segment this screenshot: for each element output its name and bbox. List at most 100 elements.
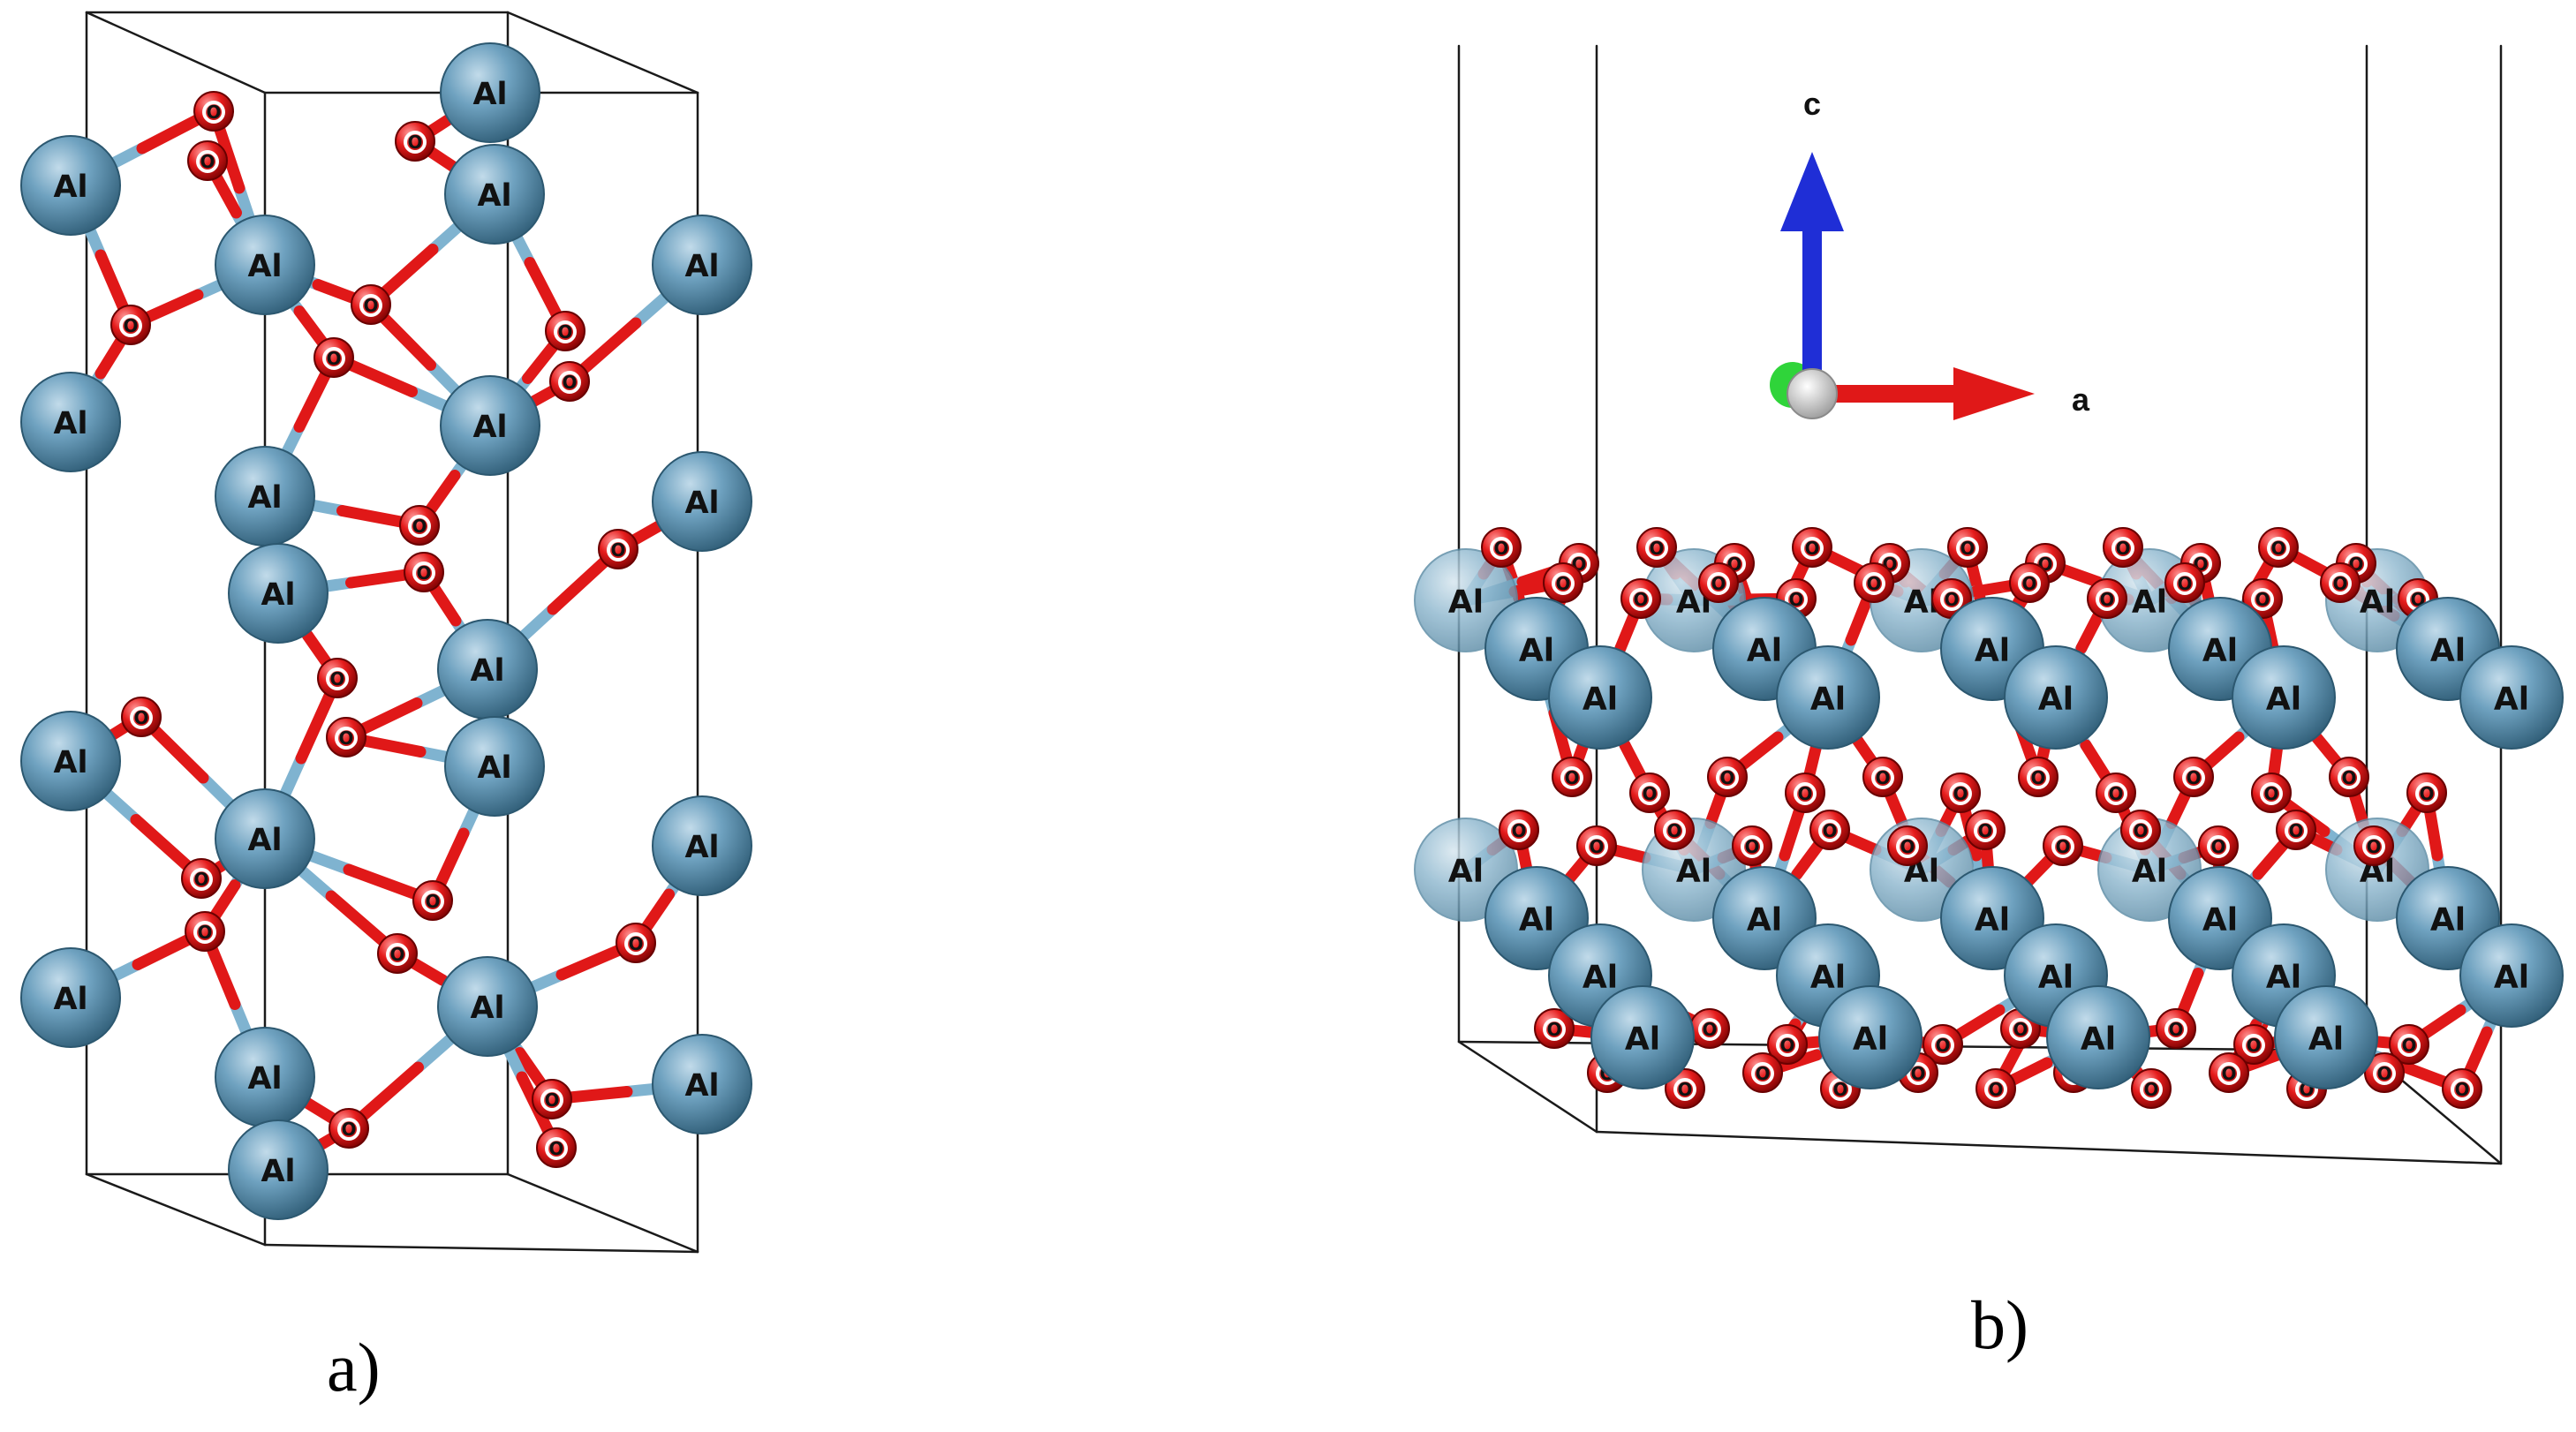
oxygen-label: O	[1988, 1079, 2003, 1100]
oxygen-label: O	[2366, 836, 2381, 857]
oxygen-label: O	[557, 321, 572, 343]
cell-edge	[506, 11, 699, 94]
aluminum-atom: Al	[1776, 645, 1880, 750]
oxygen-atom: O	[193, 91, 234, 132]
oxygen-label: O	[1788, 589, 1803, 610]
oxygen-label: O	[1953, 783, 1968, 804]
oxygen-label: O	[1744, 836, 1759, 857]
aluminum-atom: Al	[437, 619, 538, 720]
oxygen-label: O	[1677, 1079, 1692, 1100]
oxygen-atom: O	[536, 1127, 577, 1168]
oxygen-label: O	[2401, 1035, 2416, 1056]
cell-edge	[263, 1243, 699, 1254]
oxygen-label: O	[2055, 836, 2070, 857]
aluminum-atom: Al	[437, 956, 538, 1057]
oxygen-atom: O	[2173, 757, 2214, 797]
oxygen-label: O	[2376, 1063, 2391, 1084]
aluminum-atom: Al	[215, 446, 315, 546]
aluminum-atom: Al	[228, 1119, 329, 1220]
oxygen-label: O	[1555, 573, 1570, 594]
oxygen-label: O	[1633, 589, 1648, 610]
aluminum-label: Al	[1853, 1021, 1888, 1058]
oxygen-atom: O	[1576, 825, 1617, 866]
oxygen-label: O	[548, 1138, 563, 1159]
oxygen-atom: O	[412, 880, 453, 921]
oxygen-label: O	[2288, 820, 2303, 841]
aluminum-label: Al	[1583, 682, 1618, 718]
oxygen-atom: O	[377, 933, 418, 974]
oxygen-label: O	[1910, 1063, 1925, 1084]
oxygen-label: O	[193, 869, 208, 890]
oxygen-label: O	[2030, 767, 2045, 788]
oxygen-label: O	[123, 315, 138, 336]
oxygen-label: O	[197, 922, 212, 943]
oxygen-label: O	[363, 295, 378, 316]
aluminum-label: Al	[1747, 633, 1782, 669]
aluminum-label: Al	[2494, 682, 2529, 718]
oxygen-label: O	[2332, 573, 2347, 594]
oxygen-atom: O	[2258, 527, 2299, 568]
aluminum-label: Al	[1975, 633, 2010, 669]
oxygen-atom: O	[2120, 810, 2161, 850]
oxygen-label: O	[2270, 538, 2285, 559]
aluminum-atom: Al	[440, 42, 540, 143]
aluminum-label: Al	[1519, 633, 1554, 669]
oxygen-atom: O	[1940, 773, 1981, 813]
aluminum-label: Al	[1519, 902, 1554, 938]
axis-a-label: a	[2072, 381, 2090, 418]
oxygen-atom: O	[187, 140, 228, 181]
oxygen-atom: O	[121, 697, 162, 737]
oxygen-atom: O	[181, 858, 222, 899]
oxygen-label: O	[133, 707, 148, 728]
aluminum-atom: Al	[215, 1027, 315, 1127]
oxygen-label: O	[2168, 1019, 2183, 1040]
oxygen-label: O	[1755, 1063, 1770, 1084]
oxygen-atom: O	[2018, 757, 2059, 797]
oxygen-atom: O	[1689, 1008, 1730, 1049]
arrow-icon	[1780, 152, 1844, 231]
oxygen-atom: O	[404, 552, 444, 592]
oxygen-label: O	[2133, 820, 2148, 841]
oxygen-label: O	[1822, 820, 1837, 841]
oxygen-label: O	[200, 151, 215, 172]
aluminum-atom: Al	[652, 1034, 752, 1134]
aluminum-label: Al	[1747, 902, 1782, 938]
oxygen-atom: O	[1923, 1024, 1963, 1065]
oxygen-atom: O	[1481, 527, 1522, 568]
aluminum-label: Al	[2360, 584, 2395, 621]
aluminum-label: Al	[247, 249, 282, 284]
aluminum-label: Al	[2308, 1021, 2344, 1058]
aluminum-label: Al	[684, 249, 719, 284]
oxygen-atom: O	[2251, 773, 2292, 813]
oxygen-label: O	[2143, 1079, 2158, 1100]
panel-a-cell-box	[85, 11, 699, 1254]
oxygen-atom: O	[1499, 810, 1539, 850]
aluminum-atom: Al	[20, 947, 121, 1048]
oxygen-label: O	[1642, 783, 1657, 804]
oxygen-label: O	[1511, 820, 1526, 841]
aluminum-label: Al	[53, 745, 87, 780]
oxygen-label: O	[628, 933, 643, 954]
oxygen-label: O	[2186, 767, 2201, 788]
cell-edge	[85, 11, 267, 94]
aluminum-atom: Al	[20, 372, 121, 472]
oxygen-label: O	[1493, 538, 1508, 559]
oxygen-label: O	[2454, 1079, 2469, 1100]
oxygen-label: O	[544, 1089, 559, 1111]
aluminum-label: Al	[477, 750, 511, 786]
oxygen-label: O	[1875, 767, 1890, 788]
aluminum-label: Al	[53, 406, 87, 441]
aluminum-label: Al	[2494, 960, 2529, 996]
aluminum-label: Al	[247, 480, 282, 516]
oxygen-atom: O	[314, 337, 354, 378]
aluminum-atom: Al	[20, 135, 121, 236]
oxygen-label: O	[2255, 589, 2270, 610]
aluminum-atom: Al	[444, 716, 545, 817]
oxygen-label: O	[2221, 1063, 2236, 1084]
oxygen-label: O	[2099, 589, 2114, 610]
aluminum-atom: Al	[2274, 985, 2378, 1089]
oxygen-atom: O	[1767, 1024, 1808, 1065]
aluminum-atom: Al	[1548, 645, 1652, 750]
oxygen-label: O	[1779, 1035, 1794, 1056]
